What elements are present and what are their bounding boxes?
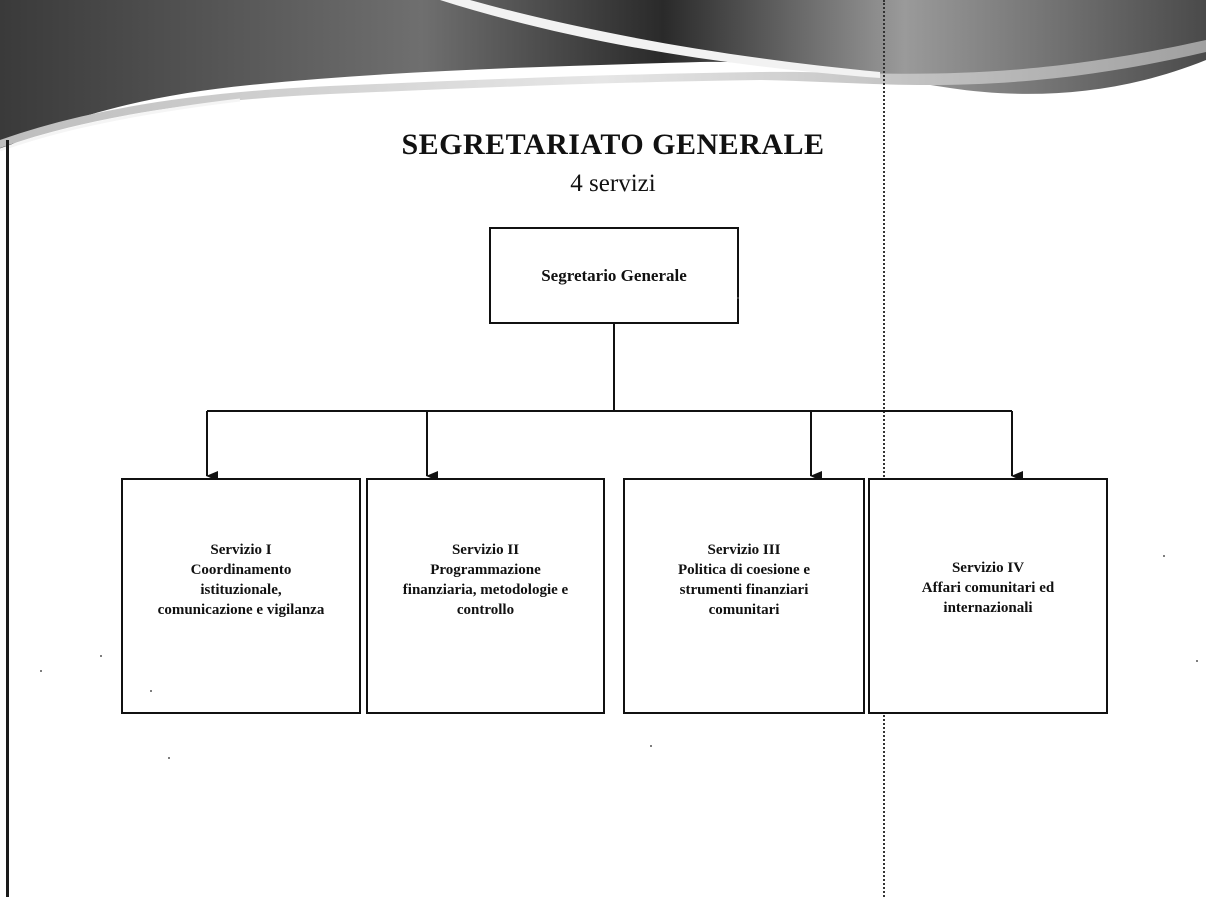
page-title: SEGRETARIATO GENERALE (401, 128, 825, 161)
scan-speck (1196, 660, 1198, 662)
scan-speck (100, 655, 102, 657)
segretario-generale-box: Segretario Generale (489, 227, 739, 324)
servizio-3-line-1: Politica di coesione e (677, 562, 811, 578)
page-subtitle: 4 servizi (570, 170, 656, 197)
servizio-1-name: Servizio I (210, 542, 272, 558)
servizio-3-box: Servizio III Politica di coesione e stru… (623, 478, 865, 714)
servizio-2-box: Servizio II Programmazione finanziaria, … (366, 478, 605, 714)
servizio-2-line-1: Programmazione (430, 562, 541, 578)
segretario-generale-label: Segretario Generale (541, 265, 687, 285)
servizio-1-line-3: comunicazione e vigilanza (157, 602, 325, 618)
scan-speck (150, 690, 152, 692)
dotted-guide-line (883, 0, 885, 897)
servizio-3-name: Servizio III (707, 542, 781, 558)
decorative-banner (0, 0, 1206, 152)
scan-speck (737, 297, 739, 299)
servizio-1-line-2: istituzionale, (200, 582, 282, 598)
scan-speck (168, 757, 170, 759)
servizio-4-box: Servizio IV Affari comunitari ed interna… (868, 478, 1108, 714)
servizio-4-line-1: Affari comunitari ed (921, 580, 1055, 596)
servizio-4-line-2: internazionali (943, 600, 1033, 616)
scan-speck (1163, 555, 1165, 557)
servizio-1-line-1: Coordinamento (190, 562, 292, 578)
servizio-4-name: Servizio IV (951, 560, 1025, 576)
left-edge-rule (6, 140, 9, 897)
servizio-2-line-3: controllo (456, 602, 515, 618)
scan-speck (40, 670, 42, 672)
scan-speck (650, 745, 652, 747)
servizio-2-name: Servizio II (451, 542, 520, 558)
servizio-3-line-3: comunitari (708, 602, 780, 618)
servizio-2-line-2: finanziaria, metodologie e (402, 582, 569, 598)
servizio-1-box: Servizio I Coordinamento istituzionale, … (121, 478, 361, 714)
servizio-3-line-2: strumenti finanziari (679, 582, 809, 598)
